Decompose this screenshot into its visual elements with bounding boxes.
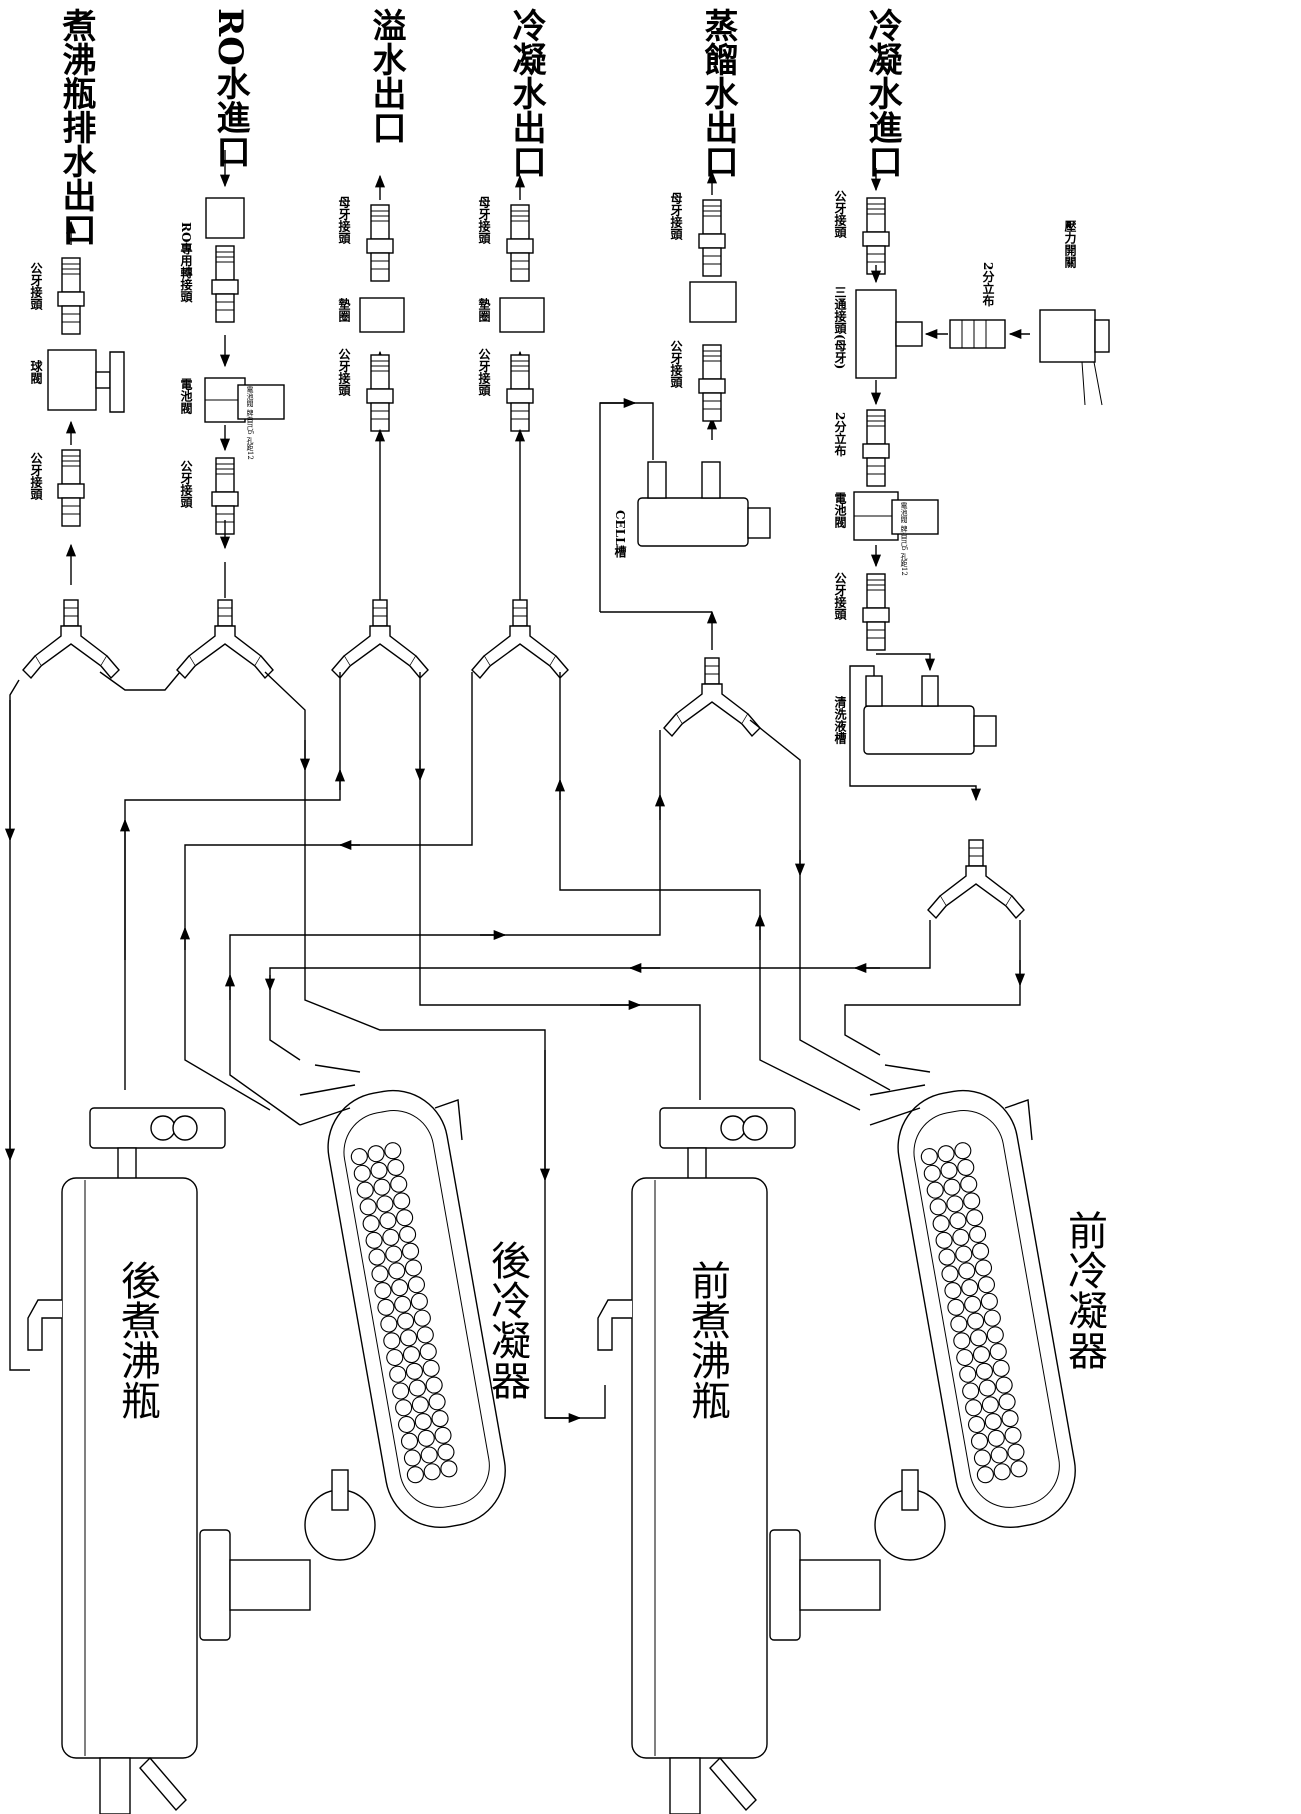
cell-tank: [637, 497, 749, 547]
label-gasket-2: 墊圈: [477, 298, 491, 322]
label-cell-tank: CELL槽: [613, 510, 627, 558]
label-front-boiler: 前煮沸瓶: [684, 1260, 730, 1420]
label-distilled-outlet: 蒸餾水出口: [698, 8, 738, 178]
label-ball-valve: 球閥: [29, 360, 43, 384]
label-pressure-switch: 壓力開關: [1063, 220, 1077, 268]
label-ro-adapter: RO專用轉接頭: [179, 222, 193, 303]
label-front-condenser: 前冷凝器: [1061, 1210, 1107, 1370]
label-male-2: 公牙接頭: [29, 452, 43, 500]
label-male-5: 公牙接頭: [477, 348, 491, 396]
ro-cap: [205, 197, 245, 239]
clean-tank: [863, 705, 975, 755]
label-male-4: 公牙接頭: [337, 348, 351, 396]
label-condensate-inlet: 冷凝水進口: [862, 8, 902, 178]
label-solenoid-spec-2: 電池閥 牌自己5 孔距12: [900, 502, 908, 576]
pressure-switch: [1039, 309, 1096, 363]
label-condensate-outlet: 冷凝水出口: [506, 8, 546, 178]
label-female-3: 母牙接頭: [669, 192, 683, 240]
label-quarter-inch-2: 2分立布: [981, 262, 995, 307]
label-female-2: 母牙接頭: [477, 196, 491, 244]
label-ro-solenoid: 電池閥: [179, 378, 193, 414]
label-boil-drain-outlet: 煮沸瓶排水出口: [56, 8, 96, 246]
label-male-3: 公牙接頭: [179, 460, 193, 508]
label-clean-tank: 清洗液槽: [833, 696, 847, 744]
label-quarter-inch-1: 2分立布: [833, 412, 847, 457]
tee-fitting: [855, 289, 897, 379]
label-rear-boiler: 後煮沸瓶: [114, 1260, 160, 1420]
label-solenoid-2: 電池閥: [833, 492, 847, 528]
label-solenoid-spec-1: 電池閥 牌自己5 孔距12: [246, 386, 254, 460]
label-male-1: 公牙接頭: [29, 262, 43, 310]
label-ro-inlet: RO水進口: [210, 8, 250, 168]
label-tee: 三通接頭(母牙): [833, 286, 847, 370]
label-male-7: 公牙接頭: [833, 190, 847, 238]
label-gasket-1: 墊圈: [337, 298, 351, 322]
label-rear-condenser: 後冷凝器: [484, 1240, 530, 1400]
label-female-1: 母牙接頭: [337, 196, 351, 244]
label-overflow-outlet: 溢水出口: [366, 8, 406, 144]
ball-valve-body: [47, 349, 97, 411]
label-male-8: 公牙接頭: [833, 572, 847, 620]
label-male-6: 公牙接頭: [669, 340, 683, 388]
